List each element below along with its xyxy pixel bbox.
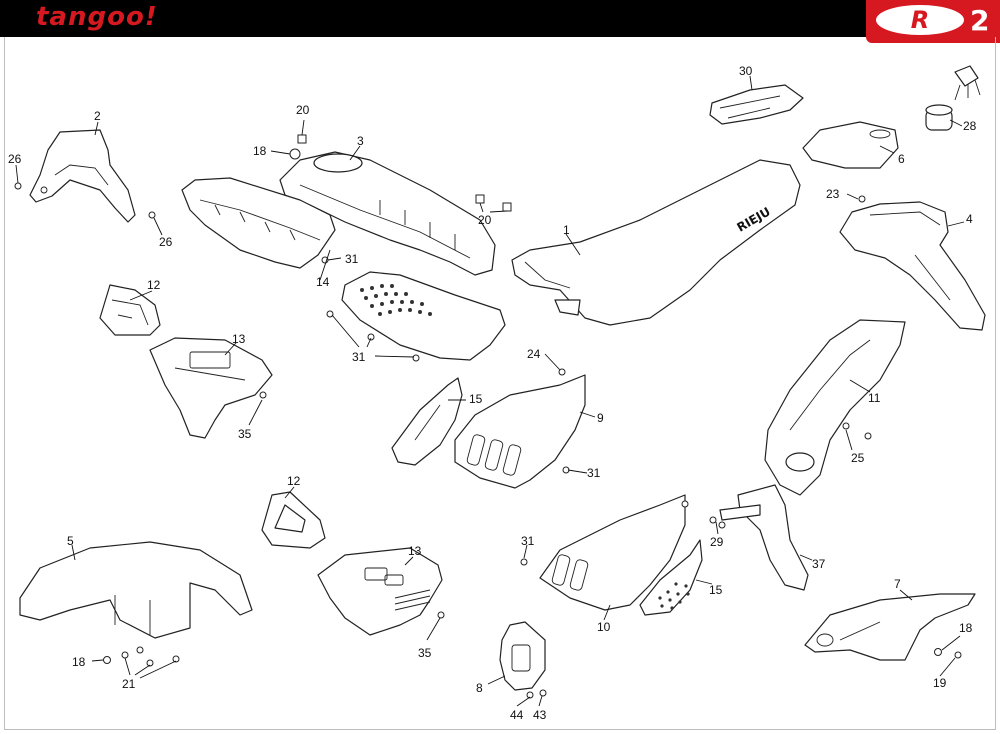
callout-35-lower: 35 — [418, 646, 432, 660]
callout-labels: 2 3 1 4 5 6 7 8 9 10 11 12 12 13 13 14 1… — [8, 64, 977, 722]
callout-11: 11 — [868, 391, 881, 405]
callout-31-sidecover: 31 — [587, 466, 601, 480]
fastener-set — [14, 134, 962, 699]
rieju-logo-badge: R 2 — [866, 0, 1000, 43]
header-bar: tangoo! — [0, 0, 1000, 37]
callout-2: 2 — [94, 109, 101, 123]
callout-26-lower: 26 — [159, 235, 173, 249]
callout-25: 25 — [851, 451, 865, 465]
part-2-headlight-cover[interactable] — [29, 129, 136, 223]
callout-37: 37 — [812, 557, 826, 571]
callout-9: 9 — [597, 411, 604, 425]
callout-23: 23 — [826, 187, 840, 201]
callout-43: 43 — [533, 708, 547, 722]
callout-13-lower: 13 — [408, 544, 422, 558]
callout-18-chainguard: 18 — [959, 621, 973, 635]
callout-31-scoop: 31 — [352, 350, 366, 364]
callout-31-tank: 31 — [345, 252, 359, 266]
part-5-front-fender[interactable] — [19, 541, 253, 639]
callout-30: 30 — [739, 64, 753, 78]
part-13-lower-side-panel[interactable] — [317, 547, 443, 636]
part-8-sprocket-cover[interactable] — [499, 621, 546, 691]
part-13-upper-side-panel[interactable] — [149, 337, 273, 439]
callout-21: 21 — [122, 677, 136, 691]
callout-15-lower: 15 — [709, 583, 723, 597]
rieju-logo-letter: R — [910, 6, 930, 34]
part-15-upper-vent-panel[interactable] — [391, 377, 463, 466]
part-12-upper-cover[interactable] — [99, 284, 161, 336]
callout-20-lower: 20 — [478, 213, 492, 227]
callout-31-lower: 31 — [521, 534, 535, 548]
part-15-lower-vent-panel[interactable] — [639, 539, 703, 616]
callout-26-upper: 26 — [8, 152, 22, 166]
part-9-side-cover[interactable] — [454, 374, 586, 489]
callout-13-upper: 13 — [232, 332, 246, 346]
part-37-plate-bracket[interactable] — [719, 484, 809, 591]
callout-28: 28 — [963, 119, 977, 133]
callout-1: 1 — [563, 223, 570, 237]
callout-44: 44 — [510, 708, 524, 722]
part-14-tank-side-panel[interactable] — [181, 177, 336, 269]
callout-5: 5 — [67, 534, 74, 548]
part-10-side-cover[interactable] — [539, 494, 686, 611]
callout-6: 6 — [898, 152, 905, 166]
callout-4: 4 — [966, 212, 973, 226]
callout-18-tank: 18 — [253, 144, 267, 158]
part-4-rear-fender[interactable] — [839, 201, 986, 331]
callout-15-upper: 15 — [469, 392, 483, 406]
part-28-lock-and-keys[interactable] — [925, 65, 981, 131]
callout-14: 14 — [316, 275, 330, 289]
callout-12-upper: 12 — [147, 278, 161, 292]
part-3-tank-cover[interactable] — [279, 151, 496, 276]
diagram-frame — [4, 37, 996, 730]
callout-24: 24 — [527, 347, 541, 361]
callout-8: 8 — [476, 681, 483, 695]
rieju-logo-oval: R — [876, 5, 964, 35]
part-6-lock-cover[interactable] — [802, 121, 899, 169]
page-number: 2 — [970, 4, 990, 37]
brand-logo-text: tangoo! — [36, 2, 158, 32]
callout-20-upper: 20 — [296, 103, 310, 117]
callout-10: 10 — [597, 620, 611, 634]
callout-7: 7 — [894, 577, 901, 591]
part-14-radiator-scoop[interactable] — [341, 271, 506, 361]
part-7-chain-guard[interactable] — [804, 593, 976, 661]
leader-lines — [15, 75, 965, 707]
part-30-tool-bag[interactable] — [709, 84, 804, 125]
part-12-lower-cover[interactable] — [261, 491, 326, 549]
callout-18-fender: 18 — [72, 655, 86, 669]
callout-19: 19 — [933, 676, 947, 690]
callout-35-upper: 35 — [238, 427, 252, 441]
callout-3: 3 — [357, 134, 364, 148]
part-11-rear-inner-fender[interactable] — [764, 319, 906, 496]
callout-12-lower: 12 — [287, 474, 301, 488]
callout-29: 29 — [710, 535, 724, 549]
part-1-seat[interactable]: RIEJU — [511, 159, 801, 326]
